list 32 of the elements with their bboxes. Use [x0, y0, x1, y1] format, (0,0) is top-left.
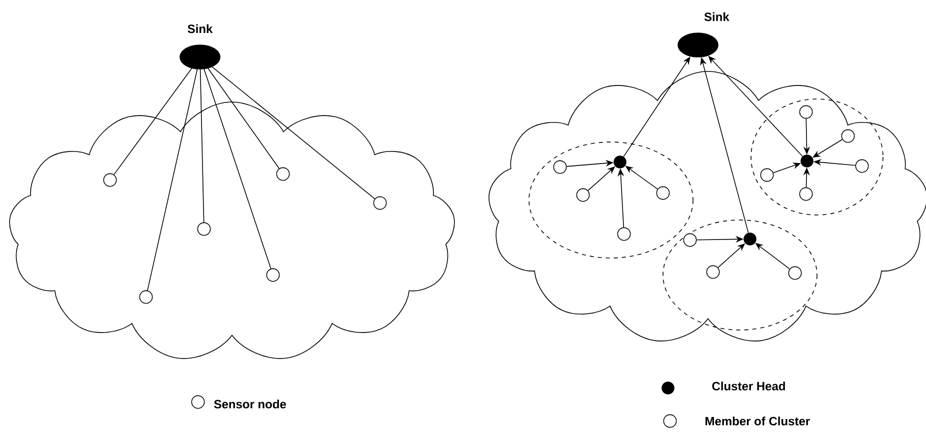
member-node: [706, 265, 720, 279]
member-node: [855, 159, 869, 173]
sink-node: Sink: [678, 12, 730, 58]
node-label: Sink: [188, 24, 213, 34]
member-node: [276, 167, 290, 181]
member-node: [576, 188, 590, 202]
sink-node: Sink: [180, 24, 220, 70]
member-node: [799, 105, 813, 119]
member-node: [266, 268, 280, 282]
member-node: [103, 173, 117, 187]
link-line: [208, 68, 280, 169]
link-line: [204, 68, 272, 270]
member-node: [617, 227, 631, 241]
arrow: [623, 56, 690, 158]
legend-label: Member of Cluster: [706, 416, 810, 426]
member-node: [760, 168, 774, 182]
member-node: [139, 290, 153, 304]
link-line: [200, 69, 204, 223]
legend-label: Sensor node: [214, 400, 286, 408]
member-node: [788, 266, 802, 280]
member-node: [373, 196, 387, 210]
member-node: [841, 129, 855, 143]
member-node: [683, 233, 697, 247]
member-node: [553, 160, 567, 174]
member-node: [799, 187, 813, 201]
link-line: [212, 66, 376, 200]
link-line: [147, 68, 198, 291]
member-node: [656, 186, 670, 200]
legend-label: Cluster Head: [712, 382, 785, 390]
member-node: [197, 222, 211, 236]
node-label: Sink: [704, 12, 730, 22]
link-line: [114, 68, 192, 175]
